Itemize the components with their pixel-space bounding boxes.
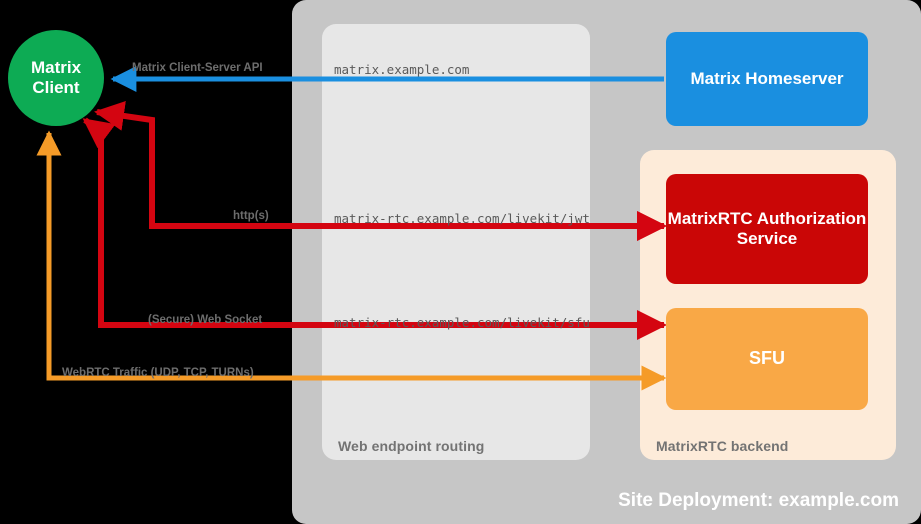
edge-label-client-server-api: Matrix Client-Server API — [132, 62, 263, 74]
matrixrtc-authorization-service-box[interactable]: MatrixRTC Authorization Service — [666, 174, 868, 284]
edge-label-https: http(s) — [233, 210, 269, 222]
web-endpoint-routing-caption: Web endpoint routing — [338, 438, 485, 454]
matrixrtc-authorization-service-label: MatrixRTC Authorization Service — [667, 208, 867, 248]
sfu-box[interactable]: SFU — [666, 308, 868, 410]
endpoint-host-livekit-jwt: matrix-rtc.example.com/livekit/jwt — [334, 211, 590, 226]
endpoint-host-matrix: matrix.example.com — [334, 62, 470, 77]
matrix-client-label-line1: Matrix — [30, 57, 82, 77]
matrix-homeserver-box[interactable]: Matrix Homeserver — [666, 32, 868, 126]
matrix-client-label-line2: Client — [32, 78, 80, 97]
endpoint-host-livekit-sfu: matrix-rtc.example.com/livekit/sfu — [334, 315, 590, 330]
edge-label-webrtc-traffic: WebRTC Traffic (UDP, TCP, TURNs) — [62, 367, 254, 379]
web-endpoint-routing-panel — [322, 24, 590, 460]
site-deployment-caption: Site Deployment: example.com — [618, 490, 899, 511]
edge-label-secure-websocket: (Secure) Web Socket — [148, 314, 263, 326]
matrix-client-node[interactable]: Matrix Client — [8, 30, 104, 126]
matrixrtc-backend-caption: MatrixRTC backend — [656, 438, 789, 454]
matrix-homeserver-label: Matrix Homeserver — [690, 68, 844, 88]
sfu-label: SFU — [749, 348, 785, 369]
